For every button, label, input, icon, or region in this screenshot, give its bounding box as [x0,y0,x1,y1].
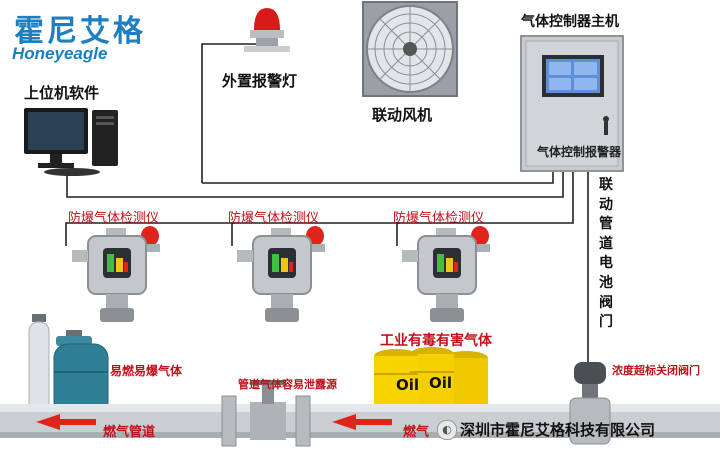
fan-icon [362,1,458,97]
linked-fan-label: 联动风机 [372,106,433,124]
controller-host-label: 气体控制器主机 [521,14,619,30]
gas-pipe-left-label: 燃气管道 [103,425,156,440]
detector-3-label: 防爆气体检测仪 [393,211,485,226]
gas-detector-3 [402,226,490,322]
wechat-icon: ◐ [437,420,457,440]
host-software-label: 上位机软件 [24,84,100,102]
flammable-gas-label: 易燃易爆气体 [110,364,183,378]
oil-label-1: Oil [396,376,420,394]
pipeline-valve-label: 联动管道电池阀门 [599,177,613,331]
detector-2-label: 防爆气体检测仪 [228,211,320,226]
leak-source-label: 管道气体容易泄露源 [238,378,337,391]
oil-label-2: Oil [429,374,453,392]
alarm-light-icon [244,8,290,52]
gas-pipe-right-label: 燃气 [403,425,430,440]
toxic-gas-label: 工业有毒有害气体 [380,333,492,349]
gas-detector-1 [72,226,160,322]
detector-1-label: 防爆气体检测仪 [68,211,160,226]
controller-panel-label: 气体控制报警器 [537,145,622,159]
external-alarm-label: 外置报警灯 [222,72,298,90]
logo-english: Honeyeagle [12,44,108,63]
gas-controller-cabinet [520,35,624,172]
company-name: 深圳市霍尼艾格科技有限公司 [460,421,656,439]
shutoff-valve-label: 浓度超标关闭阀门 [612,364,700,377]
shutoff-valve-icon [569,362,611,445]
computer-icon [24,108,118,176]
gas-detector-2 [237,226,325,322]
logo-chinese: 霍尼艾格 [14,14,146,49]
